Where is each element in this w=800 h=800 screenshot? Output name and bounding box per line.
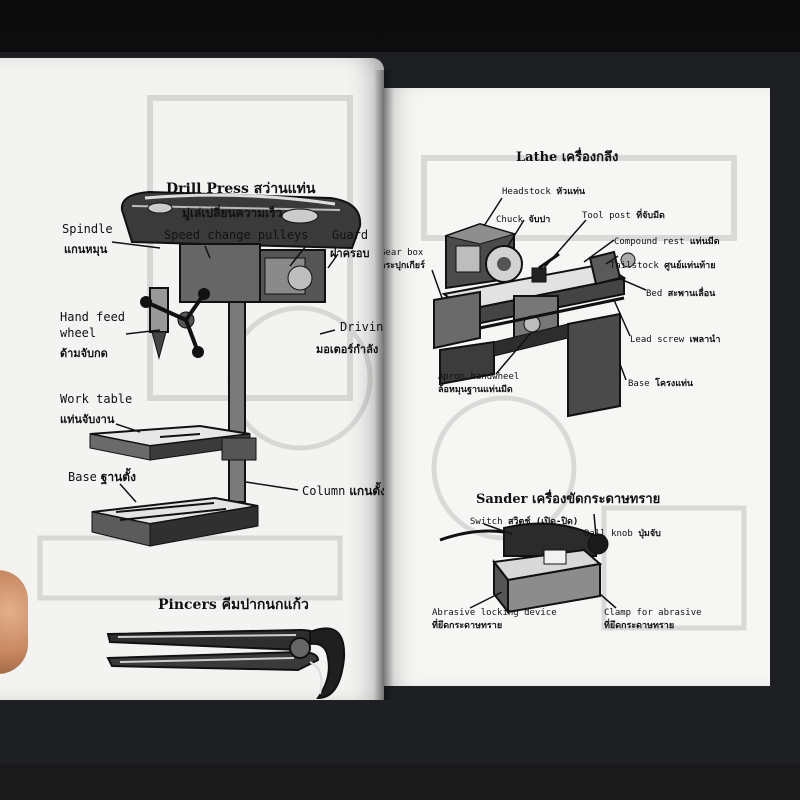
- holding-thumb: [0, 570, 28, 674]
- chuck-label: Chuck จับปา: [496, 215, 551, 225]
- book-gutter: [374, 70, 394, 700]
- lathe-base-label: Base โครงแท่น: [628, 379, 694, 389]
- guard-thai-label: ฝาครอบ: [330, 247, 370, 260]
- work-table-label: Work table: [60, 392, 133, 406]
- ball-knob-label: Ball knob ปุ่มจับ: [584, 529, 661, 539]
- work-table-thai-label: แท่นจับงาน: [60, 413, 115, 426]
- driving-motor-label: Driving: [340, 320, 384, 334]
- tool-post-label: Tool post ที่จับมีด: [582, 211, 665, 221]
- sander-title: Sander เครื่องขัดกระดาษทราย: [476, 492, 661, 507]
- hand-feed-wheel-label-1: Hand feed: [60, 310, 126, 324]
- pincers-illustration: [106, 627, 346, 700]
- spindle-thai-label: แกนหมุน: [64, 243, 108, 256]
- lathe-illustration: [431, 197, 647, 418]
- lead-screw-label: Lead screw เพลานำ: [630, 335, 721, 345]
- column-label: Column แกนตั้ง: [302, 484, 384, 498]
- bed-label: Bed สะพานเลื่อน: [646, 289, 716, 299]
- switch-label: Switch สวิตช์ (เปิด-ปิด): [470, 517, 579, 527]
- hand-feed-wheel-thai-label: ด้ามจับกด: [60, 347, 108, 360]
- base-label: Base ฐานตั้ง: [68, 470, 136, 484]
- speed-pulleys-label: Speed change pulleys: [164, 228, 309, 242]
- drill-press-title: Drill Press สว่านแท่น: [166, 181, 316, 197]
- sander-illustration: [439, 513, 617, 615]
- compound-rest-label: Compound rest แท่นมีด: [614, 237, 720, 247]
- right-page: Lathe เครื่องกลึง Headstock หัวแท่น Chuc…: [384, 88, 770, 686]
- headstock-label: Headstock หัวแท่น: [502, 187, 586, 197]
- lathe-title: Lathe เครื่องกลึง: [516, 150, 619, 165]
- drill-press-illustration: [89, 190, 362, 547]
- apron-handwheel-label: Apron handwheel ล้อหมุนฐานแท่นมีด: [438, 372, 520, 395]
- left-page: Drill Press สว่านแท่น มู่เล่เปลี่ยนความเ…: [0, 58, 384, 700]
- gear-box-label: Gear box กระปุกเกียร์: [384, 248, 425, 271]
- clamp-label: Clamp for abrasive ที่ยึดกระดาษทราย: [604, 608, 702, 631]
- spindle-label: Spindle: [62, 222, 113, 236]
- guard-label: Guard: [332, 228, 369, 242]
- pincers-title: Pincers คีมปากนกแก้ว: [158, 597, 309, 613]
- abrasive-locking-label: Abrasive locking device ที่ยึดกระดาษทราย: [432, 608, 557, 631]
- speed-pulleys-thai-label: มู่เล่เปลี่ยนความเร็ว: [182, 206, 283, 220]
- driving-motor-thai-label: มอเตอร์กำลัง: [316, 343, 379, 356]
- tailstock-label: Tailstock ศูนย์แท่นท้าย: [610, 261, 716, 271]
- hand-feed-wheel-label-2: wheel: [60, 326, 97, 340]
